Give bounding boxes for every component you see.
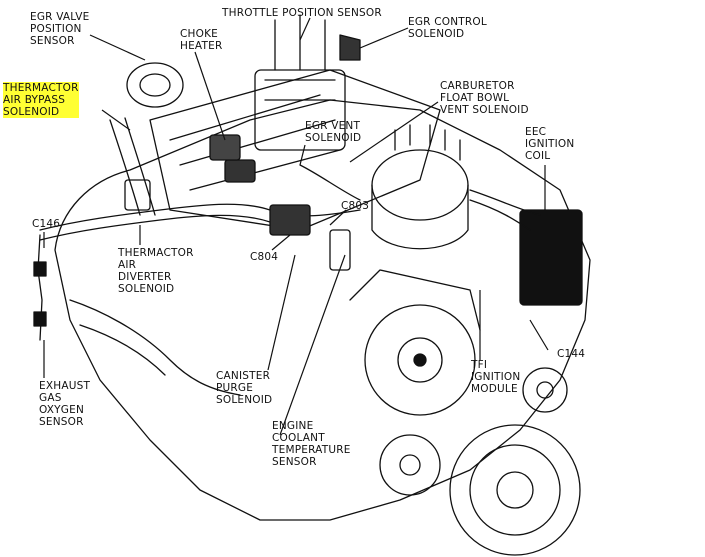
label-c144: C144: [557, 348, 586, 360]
exhaust-manifold: [69, 299, 241, 396]
label-tfi-ignition-module: TFI IGNITION MODULE: [471, 359, 521, 395]
leader-c144: [529, 319, 549, 351]
leader-egr-control: [359, 27, 409, 49]
leader-choke-heater: [194, 51, 226, 141]
alternator-pulley: [364, 304, 476, 416]
egr-valve: [126, 62, 184, 108]
label-egr-valve-position-sensor: EGR VALVE POSITION SENSOR: [30, 11, 90, 47]
leader-throttle-position: [299, 17, 311, 41]
label-choke-heater: CHOKE HEATER: [180, 28, 223, 52]
leader-air-bypass: [101, 109, 131, 131]
label-c804: C804: [250, 251, 279, 263]
label-eec-ignition-coil: EEC IGNITION COIL: [525, 126, 575, 162]
label-engine-coolant-temperature-sensor: ENGINE COOLANT TEMPERATURE SENSOR: [272, 420, 351, 468]
small-pulley: [522, 367, 568, 413]
leader-canister-purge: [267, 254, 296, 371]
wiring-harness: [39, 203, 361, 231]
label-carburetor-float-bowl-vent-solenoid: CARBURETOR FLOAT BOWL VENT SOLENOID: [440, 80, 529, 116]
leader-c804: [271, 234, 291, 251]
leader-coolant-temp: [279, 254, 346, 436]
label-exhaust-gas-oxygen-sensor: EXHAUST GAS OXYGEN SENSOR: [39, 380, 91, 428]
label-egr-control-solenoid: EGR CONTROL SOLENOID: [408, 16, 487, 40]
leader-float-bowl: [349, 101, 439, 163]
leader-c803: [329, 209, 347, 226]
label-c803: C803: [341, 200, 370, 212]
label-canister-purge-solenoid: CANISTER PURGE SOLENOID: [216, 370, 273, 406]
idler-pulley: [379, 434, 441, 496]
leader-egr-vent: [299, 144, 306, 166]
leader-egr-valve-position: [89, 34, 146, 61]
label-c146: C146: [32, 218, 61, 230]
ignition-coil: [519, 209, 583, 306]
crank-pulley: [449, 424, 581, 556]
label-throttle-position-sensor: THROTTLE POSITION SENSOR: [222, 7, 382, 19]
label-thermactor-air-diverter-solenoid: THERMACTOR AIR DIVERTER SOLENOID: [118, 247, 194, 295]
label-egr-vent-solenoid: EGR VENT SOLENOID: [305, 120, 362, 144]
distributor-cap: [371, 149, 469, 221]
label-thermactor-air-bypass-solenoid: THERMACTOR AIR BYPASS SOLENOID: [3, 82, 79, 118]
